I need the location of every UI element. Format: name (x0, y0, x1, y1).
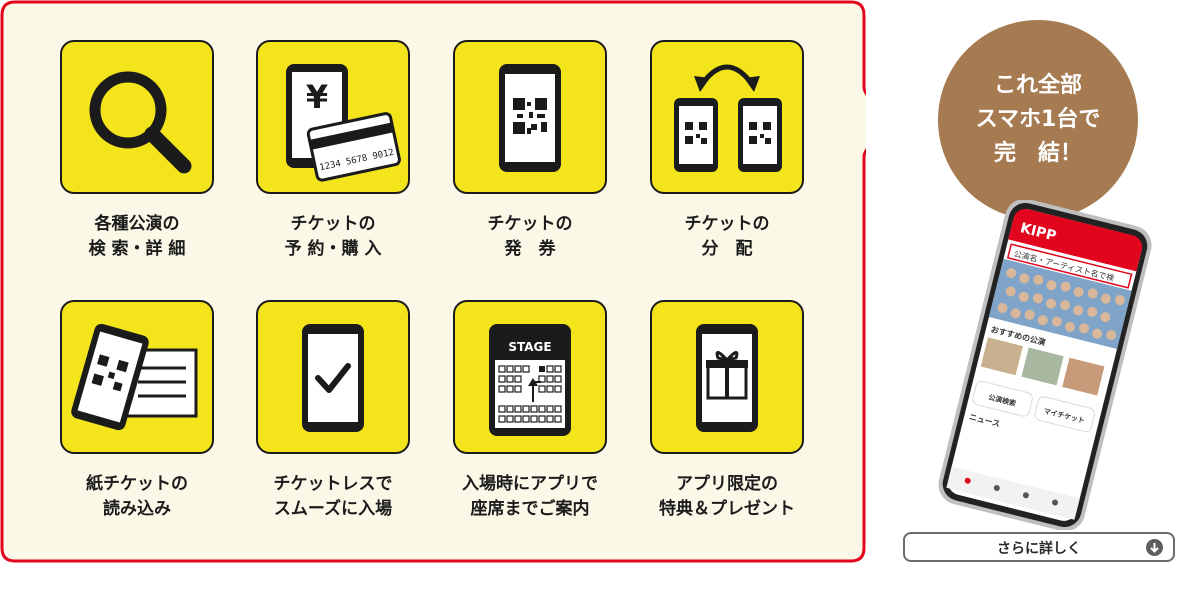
yen-sign: ¥ (306, 78, 328, 116)
feature-seat-guide: STAGE 入場時にアプリで 座席までご案内 (453, 300, 607, 522)
feature-paper-ticket-tile (60, 300, 214, 454)
feature-distribute-tile (650, 40, 804, 194)
badge-line2: スマホ1台で (975, 107, 1101, 132)
feature-label-line2: 分 配 (701, 239, 753, 259)
summary-badge: これ全部 スマホ1台で 完 結！ (938, 20, 1138, 220)
feature-label-line2: 読み込み (103, 499, 171, 519)
feature-ticketless-tile (256, 300, 410, 454)
check-icon (302, 324, 364, 432)
feature-label-line1: チケットの (684, 214, 770, 234)
app-phone-mockup: KIPP 公演名・アーティスト名で検 おすすめの公演 公演検索 マイチケット ニ… (930, 198, 1160, 532)
feature-label-line2: 座席までご案内 (470, 499, 590, 519)
feature-label-line2: 発 券 (504, 239, 556, 259)
feature-search-tile (60, 40, 214, 194)
feature-paper-ticket: 紙チケットの 読み込み (60, 300, 214, 522)
feature-gift: アプリ限定の 特典＆プレゼント (650, 300, 804, 522)
badge-line3: 完 結！ (993, 141, 1082, 166)
feature-label-line1: チケットの (290, 214, 376, 234)
badge-line1: これ全部 (993, 73, 1082, 98)
qr-ticket-issue-icon (499, 64, 561, 172)
feature-search: 各種公演の 検 索・詳 細 (60, 40, 214, 262)
ticket-distribute-icon (674, 64, 782, 172)
feature-label-line1: 紙チケットの (86, 474, 188, 494)
feature-label-line1: チケットレスで (273, 474, 393, 494)
ticket-purchase-icon: ¥ 1234 5678 9012 (286, 64, 401, 182)
feature-issue: チケットの 発 券 (453, 40, 607, 262)
more-details-button[interactable]: さらに詳しく (903, 532, 1175, 562)
paper-ticket-scan-icon (71, 323, 198, 431)
feature-label-line1: 各種公演の (94, 214, 180, 234)
feature-label-line2: スムーズに入場 (273, 499, 393, 519)
seat-guide-icon: STAGE (489, 324, 571, 436)
feature-label-line1: アプリ限定の (676, 474, 778, 494)
feature-label-line1: 入場時にアプリで (462, 474, 598, 494)
feature-purchase: ¥ 1234 5678 9012 チケットの 予 約・購 入 (256, 40, 410, 262)
feature-distribute: チケットの 分 配 (650, 40, 804, 262)
more-details-label: さらに詳しく (997, 541, 1081, 557)
feature-label-line2: 検 索・詳 細 (88, 239, 186, 259)
gift-icon (696, 324, 758, 432)
feature-ticketless: チケットレスで スムーズに入場 (256, 300, 410, 522)
feature-issue-tile (453, 40, 607, 194)
feature-label-line2: 特典＆プレゼント (659, 499, 795, 519)
stage-label: STAGE (508, 340, 551, 354)
arrow-down-circle-icon (1146, 539, 1163, 556)
feature-label-line2: 予 約・購 入 (284, 239, 382, 259)
feature-label-line1: チケットの (487, 214, 573, 234)
feature-purchase-tile: ¥ 1234 5678 9012 (256, 40, 410, 194)
feature-gift-tile (650, 300, 804, 454)
search-icon (89, 71, 192, 174)
feature-seat-guide-tile: STAGE (453, 300, 607, 454)
